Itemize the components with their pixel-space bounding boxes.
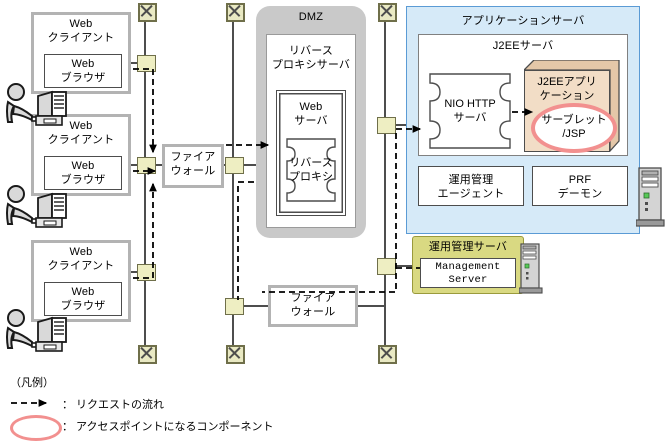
nio-http-server-label: NIO HTTP サーバ xyxy=(444,97,496,124)
web-browser-2 xyxy=(44,156,122,190)
reverse-proxy-component: リバース プロキシ xyxy=(284,136,338,204)
mgmt-node-link xyxy=(393,265,413,267)
j2ee-server-label: J2EEサーバ xyxy=(492,40,554,52)
network-node-mgmt xyxy=(377,258,396,275)
prf-daemon xyxy=(532,166,628,206)
firewall2-left-link xyxy=(241,305,269,307)
application-server-tower-icon xyxy=(635,166,666,228)
operation-management-agent xyxy=(418,166,524,206)
management-server-component-label: Management Server xyxy=(435,261,501,287)
prf-daemon-label: PRF デーモン xyxy=(557,174,603,201)
legend-dashed-arrow-icon xyxy=(11,399,48,407)
management-server-component xyxy=(420,258,516,288)
network-node-firewall1 xyxy=(225,157,244,174)
web-browser-1 xyxy=(44,54,122,88)
web-browser-1-label: Web ブラウザ xyxy=(60,58,106,85)
web-server-label: Web サーバ xyxy=(294,101,328,128)
reverse-proxy-server-label: リバース プロキシサーバ xyxy=(271,45,351,72)
network-terminator-top-middle xyxy=(226,3,245,22)
dmz-label: DMZ xyxy=(298,11,324,23)
firewall-1-label: ファイア ウォール xyxy=(170,151,216,178)
network-node-firewall2 xyxy=(225,298,244,315)
user-workstation-icon-1 xyxy=(2,82,74,130)
legend-item-1-label: アクセスポイントになるコンポーネント xyxy=(76,421,274,433)
reverse-proxy-component-label: リバース プロキシ xyxy=(289,156,333,183)
j2ee-application-label: J2EEアプリ ケーション xyxy=(537,76,597,103)
network-node-client3 xyxy=(137,264,156,281)
network-line-left xyxy=(144,16,146,346)
nio-http-server-component: NIO HTTP サーバ xyxy=(428,72,512,150)
network-terminator-bottom-middle xyxy=(226,345,245,364)
legend-title: （凡例） xyxy=(10,377,54,389)
network-node-client2 xyxy=(137,157,156,174)
firewall2-right-link xyxy=(358,305,386,307)
web-browser-3 xyxy=(44,282,122,316)
firewall-1 xyxy=(162,144,224,188)
network-terminator-bottom-left xyxy=(138,345,157,364)
legend-item-0-label: リクエストの流れ xyxy=(76,399,164,411)
firewall1-left-link xyxy=(153,164,163,166)
legend-item-0-separator: ： xyxy=(62,399,73,411)
network-line-right xyxy=(384,16,386,346)
access-point-servlet-jsp: サーブレット /JSP xyxy=(531,103,617,153)
network-node-appserver xyxy=(377,117,396,134)
network-terminator-top-left xyxy=(138,3,157,22)
network-terminator-bottom-right xyxy=(378,345,397,364)
web-browser-3-label: Web ブラウザ xyxy=(60,286,106,313)
firewall-2-label: ファイア ウォール xyxy=(290,292,336,319)
legend-access-point-icon xyxy=(10,415,62,441)
network-node-client1 xyxy=(137,55,156,72)
user-workstation-icon-3 xyxy=(2,308,74,356)
proxy-node-link xyxy=(241,164,263,166)
web-client-3-title: Web クライアント xyxy=(47,246,115,273)
operation-management-agent-label: 運用管理 エージェント xyxy=(437,174,505,201)
legend-item-1-separator: ： xyxy=(62,421,73,433)
network-terminator-top-right xyxy=(378,3,397,22)
management-server-label: 運用管理サーバ xyxy=(428,241,508,253)
network-line-middle xyxy=(232,16,234,346)
web-browser-2-label: Web ブラウザ xyxy=(60,160,106,187)
management-server-tower-icon xyxy=(518,242,543,294)
web-client-1-title: Web クライアント xyxy=(47,18,115,45)
application-server-label: アプリケーションサーバ xyxy=(461,15,585,27)
web-client-2-title: Web クライアント xyxy=(47,120,115,147)
appserver-node-link xyxy=(393,124,407,126)
user-workstation-icon-2 xyxy=(2,184,74,232)
